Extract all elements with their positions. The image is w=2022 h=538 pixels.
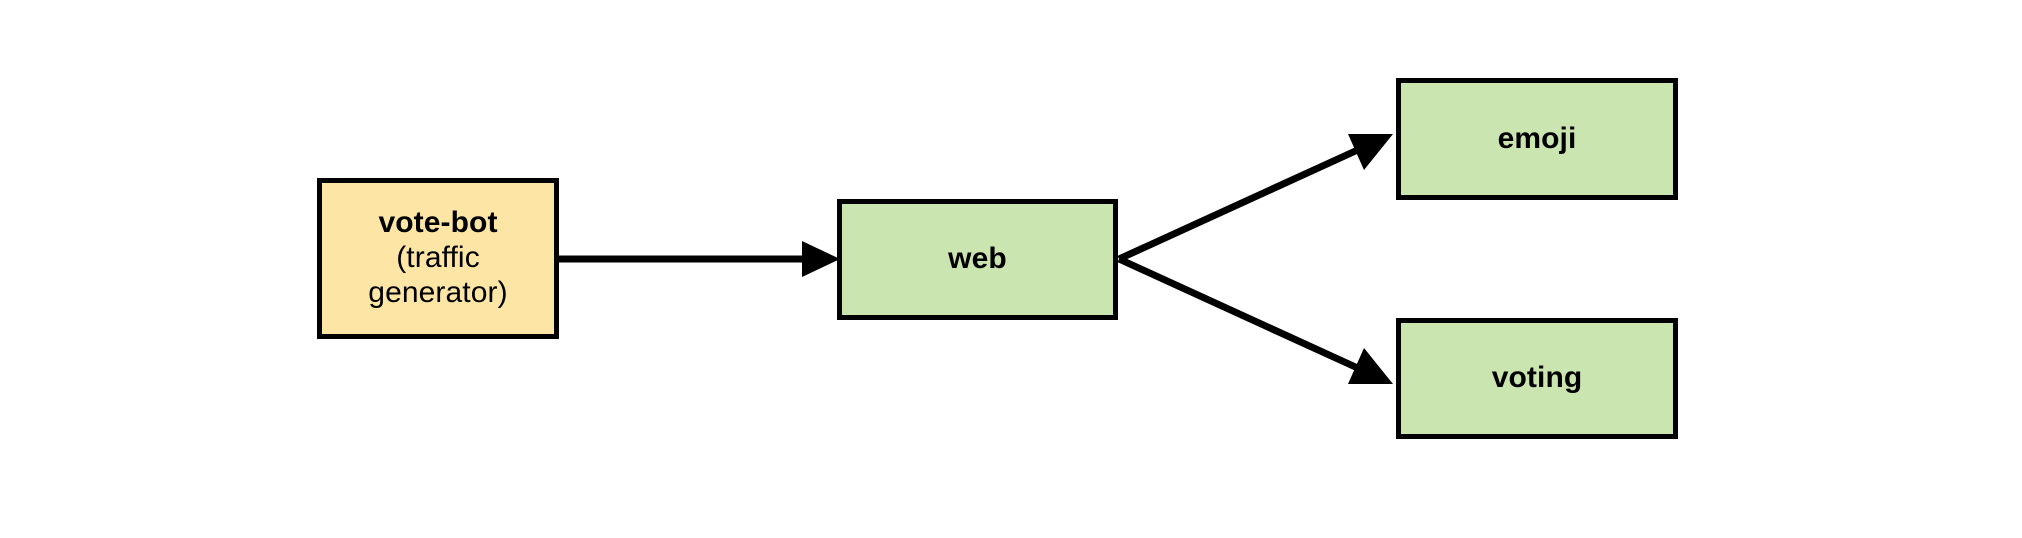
edge-web-to-emoji [1117,134,1393,263]
node-web-label: web [948,242,1007,276]
node-vote-bot-sublabel-line2: generator) [368,275,508,309]
edge-vote-bot-to-web [559,241,840,277]
node-voting-label: voting [1491,361,1583,395]
node-voting[interactable]: voting [1396,318,1678,439]
node-vote-bot-sublabel-line1: (traffic [396,241,480,275]
edge-line-web-to-voting [1117,255,1364,374]
node-vote-bot[interactable]: vote-bot (traffic generator) [317,178,559,339]
node-web[interactable]: web [837,199,1118,320]
arrowhead-web-to-emoji [1348,134,1393,170]
edge-web-to-voting [1117,255,1393,384]
arrowhead-web-to-voting [1348,348,1393,384]
node-vote-bot-label: vote-bot [378,206,498,240]
arrowhead-vote-bot-to-web [802,241,840,277]
node-emoji[interactable]: emoji [1396,78,1678,200]
node-emoji-label: emoji [1497,121,1577,155]
edge-line-web-to-emoji [1117,144,1364,263]
